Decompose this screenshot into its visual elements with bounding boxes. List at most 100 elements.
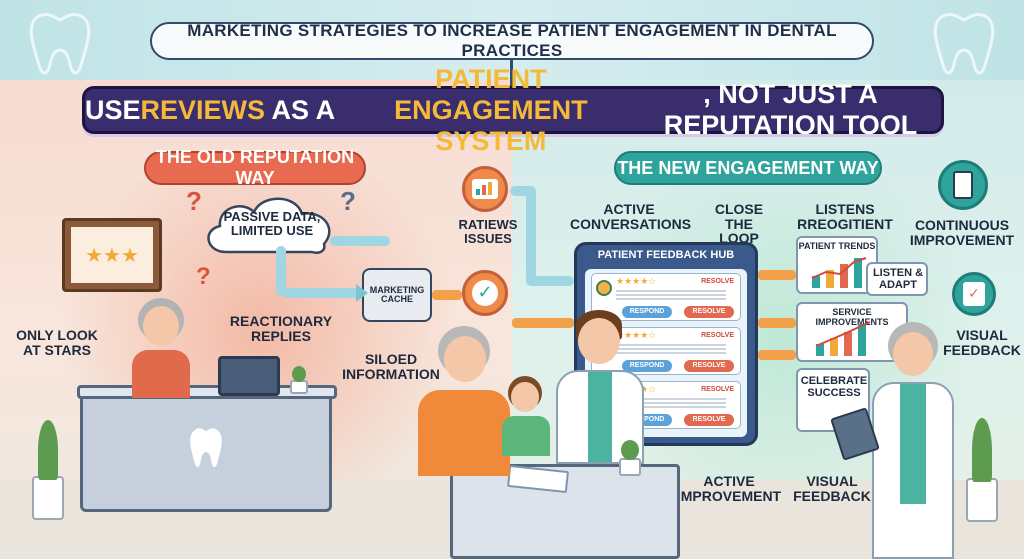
active-improvement-label: ACTIVE IMPROVEMENT <box>676 473 782 504</box>
main-banner: USE REVIEWS AS A PATIENT ENGAGEMENT SYST… <box>82 64 944 156</box>
banner-part2: AS A <box>265 94 342 125</box>
card-status-tag: RESOLVE <box>701 278 734 285</box>
visual-feedback-right-label: VISUAL FEEDBACK <box>943 327 1021 358</box>
old-receptionist <box>126 298 196 398</box>
listen-adapt-panel: LISTEN & ADAPT <box>866 262 928 296</box>
reactionary-label: REACTIONARY REPLIES <box>229 313 333 344</box>
old-way-title: THE OLD REPUTATION WAY <box>144 147 366 188</box>
plant-pot <box>32 476 64 520</box>
reply-vertical-arrow <box>276 246 286 296</box>
resolve-button[interactable]: RESOLVE <box>684 360 734 372</box>
patient-feedback-hub: PATIENT FEEDBACK HUB ★★★★☆ RESOLVE RESPO… <box>574 242 758 446</box>
question-mark-1: ? <box>186 186 202 216</box>
patient-trends-panel: PATIENT TRENDS <box>796 236 878 294</box>
patient-face <box>444 336 486 382</box>
question-mark-2: ? <box>340 186 356 216</box>
clipboard-check: ✓ <box>963 282 985 306</box>
chart-to-hub-arrow-end <box>526 276 574 286</box>
dentist-scrubs <box>588 372 612 462</box>
child-body <box>502 416 550 456</box>
dentist-face <box>578 318 620 364</box>
service-improvements-label: SERVICE IMPROVEMENTS <box>815 307 889 327</box>
respond-button[interactable]: RESPOND <box>622 306 672 318</box>
monitor <box>218 356 280 396</box>
visual-feedback-bottom-label: VISUAL FEEDBACK <box>793 473 871 504</box>
trend-chart-icon <box>811 257 867 288</box>
star-rating-icon: ★★★ <box>71 227 153 283</box>
hub-title: PATIENT FEEDBACK HUB <box>597 249 735 261</box>
respond-button[interactable]: RESPOND <box>622 360 672 372</box>
plant-icon-right <box>962 418 1002 522</box>
cache-to-check-arrow <box>432 290 462 300</box>
card-stars: ★★★★☆ <box>616 277 657 287</box>
chart-icon-screen <box>472 179 498 199</box>
title-connector <box>510 60 513 86</box>
female-dentist-face <box>893 332 933 376</box>
card-text-lines <box>616 344 726 356</box>
only-look-label: ONLY LOOK AT STARS <box>16 327 98 358</box>
receptionist-body <box>132 350 190 398</box>
siloed-label: SILOED INFORMATION <box>342 351 440 382</box>
left-to-cache-arrow <box>282 288 362 298</box>
female-dentist <box>868 322 958 559</box>
hub-to-celebrate-arrow <box>758 350 796 360</box>
banner-highlight-system: PATIENT ENGAGEMENT SYSTEM <box>394 63 588 156</box>
close-loop-label: CLOSE THE LOOP <box>714 201 764 247</box>
question-mark-3: ? <box>196 263 211 290</box>
small-plant-center-icon <box>616 440 644 476</box>
hub-to-trends-arrow <box>758 270 796 280</box>
cloud-to-cache-arrow <box>330 236 390 246</box>
resolve-button[interactable]: RESOLVE <box>684 414 734 426</box>
passive-data-label: PASSIVE DATA, LIMITED USE <box>223 209 321 238</box>
patient-to-hub-arrow <box>512 318 574 328</box>
cloud-icon <box>207 197 331 254</box>
banner-highlight-reviews: REVIEWS <box>140 94 266 125</box>
avatar <box>596 280 612 296</box>
tooth-icon <box>190 428 222 468</box>
chart-to-hub-arrow-down <box>526 186 536 282</box>
listens-label: LISTENS RREOGITIENT <box>797 201 893 232</box>
patient-trends-label: PATIENT TRENDS <box>798 241 876 251</box>
child-face <box>511 382 539 412</box>
plant-pot-right <box>966 478 998 522</box>
banner-part1: USE <box>85 94 141 125</box>
clipboard-icon: ✓ <box>952 272 996 316</box>
dentist <box>552 310 648 464</box>
tooth-outline-left-icon <box>29 13 91 75</box>
female-dentist-scrubs <box>900 384 926 504</box>
plant-icon <box>28 420 68 520</box>
feedback-card: ★★★★☆ RESOLVE RESPOND RESOLVE <box>591 273 741 321</box>
listen-adapt-label: LISTEN & ADAPT <box>872 267 924 291</box>
celebrate-label: CELEBRATE SUCCESS <box>800 375 868 399</box>
active-conversations-label: ACTIVE CONVERSATIONS <box>570 201 692 232</box>
child-patient <box>498 376 554 456</box>
plant-leaves <box>38 420 58 480</box>
new-way-title: THE NEW ENGAGEMENT WAY <box>614 151 882 185</box>
card-stars: ★★★★☆ <box>616 331 657 341</box>
tablet-screen <box>953 171 973 199</box>
ratiews-label: RATIEWS ISSUES <box>458 217 518 246</box>
star-rating-frame: ★★★ <box>62 218 162 292</box>
patient-body <box>418 390 510 476</box>
chart-to-hub-arrow <box>510 186 534 196</box>
elderly-patient <box>414 326 514 476</box>
card-status-tag: RESOLVE <box>701 386 734 393</box>
continuous-label: CONTINUOUS IMPROVEMENT <box>909 217 1015 248</box>
tablet-icon <box>938 160 988 210</box>
small-plant-icon <box>288 366 310 394</box>
top-title: MARKETING STRATEGIES TO INCREASE PATIENT… <box>150 21 874 60</box>
service-chart-icon <box>815 321 871 356</box>
card-text-lines <box>616 290 726 302</box>
tooth-outline-right-icon <box>933 13 995 75</box>
banner-part3: , NOT JUST A REPUTATION TOOL <box>663 79 918 140</box>
plant-leaves-right <box>972 418 992 482</box>
marketing-cache-label: MARKETING CACHE <box>369 285 425 305</box>
check-mark: ✓ <box>472 280 498 306</box>
card-status-tag: RESOLVE <box>701 332 734 339</box>
marketing-cache-box: MARKETING CACHE <box>362 268 432 322</box>
resolve-button[interactable]: RESOLVE <box>684 306 734 318</box>
hub-to-service-arrow <box>758 318 796 328</box>
cache-arrow-head <box>356 284 368 302</box>
front-desk <box>77 385 337 512</box>
